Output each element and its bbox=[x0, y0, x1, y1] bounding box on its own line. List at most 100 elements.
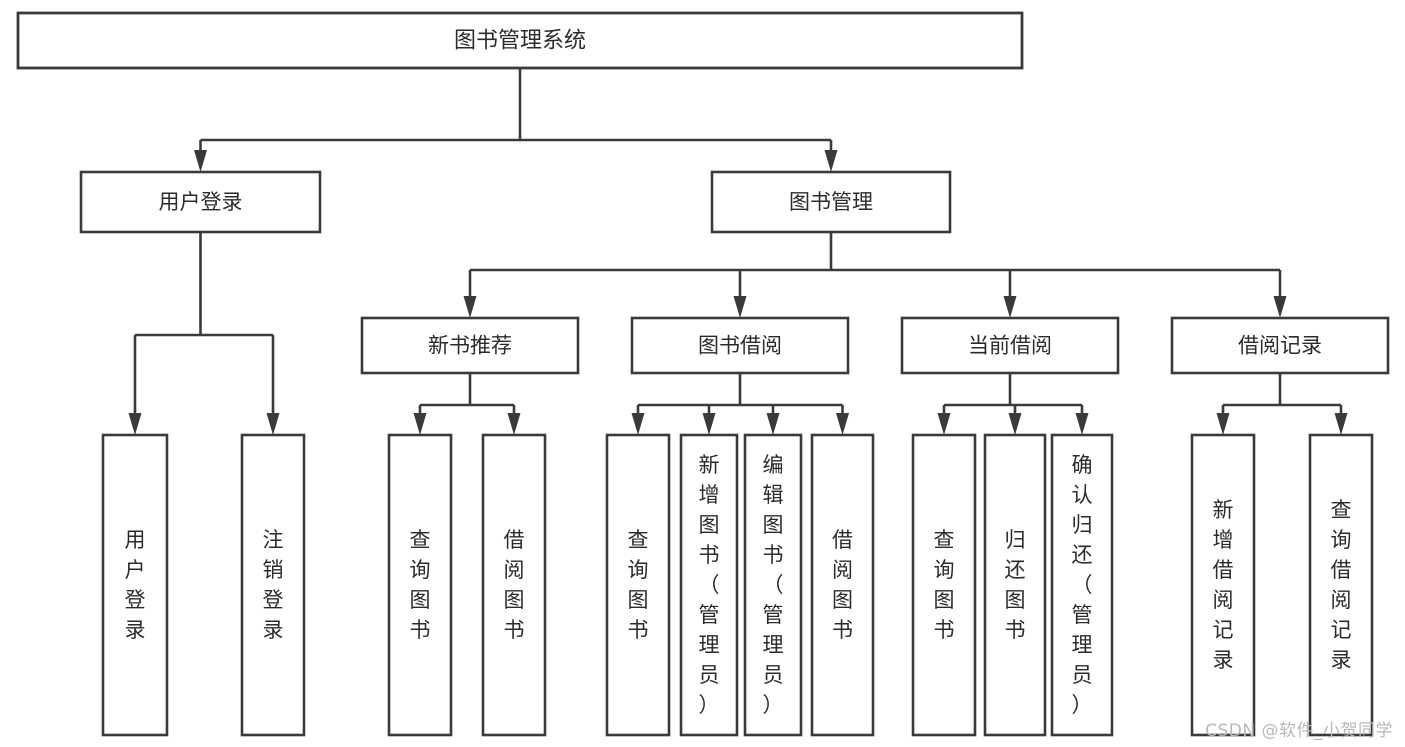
leaf-label-glyph: 员 bbox=[763, 663, 784, 687]
leaf-label-glyph: 借 bbox=[1213, 558, 1234, 582]
arrow-head-icon bbox=[1216, 413, 1230, 435]
node-label-book_borrow: 图书借阅 bbox=[698, 334, 782, 358]
leaf-label-glyph: 用 bbox=[125, 528, 146, 552]
leaf-label-glyph: 还 bbox=[1005, 558, 1026, 582]
leaf-label-glyph: 销 bbox=[263, 558, 284, 582]
leaf-label-glyph: （ bbox=[699, 573, 720, 597]
leaf-label-glyph: 询 bbox=[934, 558, 955, 582]
node-leaf_query_record[interactable] bbox=[1308, 433, 1374, 737]
leaf-label-glyph: 记 bbox=[1213, 618, 1234, 642]
node-leaf_user_logout[interactable] bbox=[240, 433, 306, 737]
leaf-label-glyph: 借 bbox=[504, 528, 525, 552]
leaf-label-glyph: 借 bbox=[1331, 558, 1352, 582]
leaf-label-glyph: 注 bbox=[263, 528, 284, 552]
node-leaf_borrow_book_2[interactable] bbox=[810, 433, 875, 737]
leaf-label-glyph: ） bbox=[763, 693, 784, 717]
node-leaf_return_book[interactable] bbox=[983, 433, 1047, 737]
leaf-label-glyph: 管 bbox=[699, 603, 720, 627]
node-label-leaf_user_login: 用户登录 bbox=[125, 528, 146, 642]
leaf-label-glyph: 图 bbox=[410, 588, 431, 612]
node-root-system[interactable] bbox=[16, 11, 1024, 70]
leaf-label-glyph: 管 bbox=[1072, 603, 1093, 627]
node-leaf_user_login[interactable] bbox=[101, 433, 169, 737]
leaf-label-glyph: 辑 bbox=[763, 483, 784, 507]
leaf-label-glyph: 查 bbox=[410, 528, 431, 552]
leaf-label-glyph: 归 bbox=[1072, 513, 1093, 537]
arrow-head-icon bbox=[702, 413, 716, 435]
arrow-head-icon bbox=[266, 413, 280, 435]
leaf-label-glyph: 查 bbox=[628, 528, 649, 552]
connectors-layer bbox=[128, 68, 1348, 435]
labels-layer: 图书管理系统用户登录图书管理新书推荐图书借阅当前借阅借阅记录用户登录注销登录查询… bbox=[125, 29, 1352, 718]
leaf-label-glyph: 书 bbox=[504, 618, 525, 642]
arrow-head-icon bbox=[413, 413, 427, 435]
leaf-label-glyph: 书 bbox=[1005, 618, 1026, 642]
node-leaf_edit_book_admin[interactable] bbox=[743, 433, 803, 737]
node-book_borrow[interactable] bbox=[630, 316, 850, 375]
leaf-label-glyph: 阅 bbox=[1331, 588, 1352, 612]
leaf-label-glyph: 图 bbox=[934, 588, 955, 612]
leaf-label-glyph: 录 bbox=[263, 618, 284, 642]
arrow-head-icon bbox=[1003, 296, 1017, 318]
leaf-label-glyph: 阅 bbox=[504, 558, 525, 582]
leaf-label-glyph: 认 bbox=[1072, 483, 1093, 507]
arrow-head-icon bbox=[824, 150, 838, 172]
node-leaf_query_book_1[interactable] bbox=[387, 433, 453, 737]
node-leaf_add_book_admin[interactable] bbox=[679, 433, 739, 737]
node-current_borrow[interactable] bbox=[900, 316, 1120, 375]
arrow-head-icon bbox=[1334, 413, 1348, 435]
node-new_book_rec[interactable] bbox=[360, 316, 580, 375]
leaf-label-glyph: 图 bbox=[832, 588, 853, 612]
leaf-label-glyph: 询 bbox=[410, 558, 431, 582]
leaf-label-glyph: 新 bbox=[699, 453, 720, 477]
leaf-label-glyph: ） bbox=[1072, 693, 1093, 717]
arrow-head-icon bbox=[733, 296, 747, 318]
leaf-label-glyph: （ bbox=[1072, 573, 1093, 597]
arrow-head-icon bbox=[194, 150, 207, 172]
node-leaf_query_book_3[interactable] bbox=[911, 433, 977, 737]
node-book_manage[interactable] bbox=[710, 170, 952, 234]
leaf-label-glyph: 还 bbox=[1072, 543, 1093, 567]
leaf-label-glyph: 书 bbox=[934, 618, 955, 642]
leaf-label-glyph: 图 bbox=[763, 513, 784, 537]
leaf-label-glyph: 新 bbox=[1213, 498, 1234, 522]
leaf-label-glyph: 录 bbox=[1331, 648, 1352, 672]
arrow-head-icon bbox=[1273, 296, 1287, 318]
node-root-label: 图书管理系统 bbox=[454, 29, 586, 54]
leaf-label-glyph: 增 bbox=[699, 483, 720, 507]
node-label-new_book_rec: 新书推荐 bbox=[428, 334, 512, 358]
leaf-label-glyph: 书 bbox=[699, 543, 720, 567]
node-user_login[interactable] bbox=[79, 170, 322, 234]
arrow-head-icon bbox=[766, 413, 780, 435]
leaf-label-glyph: 书 bbox=[832, 618, 853, 642]
leaf-label-glyph: 询 bbox=[628, 558, 649, 582]
leaf-label-glyph: 增 bbox=[1213, 528, 1234, 552]
leaf-label-glyph: 理 bbox=[763, 633, 784, 657]
node-leaf_confirm_return_admin[interactable] bbox=[1050, 433, 1114, 737]
leaf-label-glyph: 登 bbox=[263, 588, 284, 612]
node-label-book_manage: 图书管理 bbox=[789, 190, 873, 214]
leaf-label-glyph: 理 bbox=[1072, 633, 1093, 657]
leaf-label-glyph: 户 bbox=[125, 558, 146, 582]
leaf-label-glyph: 理 bbox=[699, 633, 720, 657]
node-label-borrow_record: 借阅记录 bbox=[1238, 334, 1322, 358]
arrow-head-icon bbox=[836, 413, 849, 435]
leaf-label-glyph: ） bbox=[699, 693, 720, 717]
node-borrow_record[interactable] bbox=[1170, 316, 1390, 375]
leaf-label-glyph: 员 bbox=[1072, 663, 1093, 687]
node-leaf_borrow_book_1[interactable] bbox=[481, 433, 547, 737]
node-leaf_add_record[interactable] bbox=[1190, 433, 1256, 737]
leaf-label-glyph: 记 bbox=[1331, 618, 1352, 642]
leaf-label-glyph: 阅 bbox=[832, 558, 853, 582]
node-leaf_query_book_2[interactable] bbox=[605, 433, 671, 737]
